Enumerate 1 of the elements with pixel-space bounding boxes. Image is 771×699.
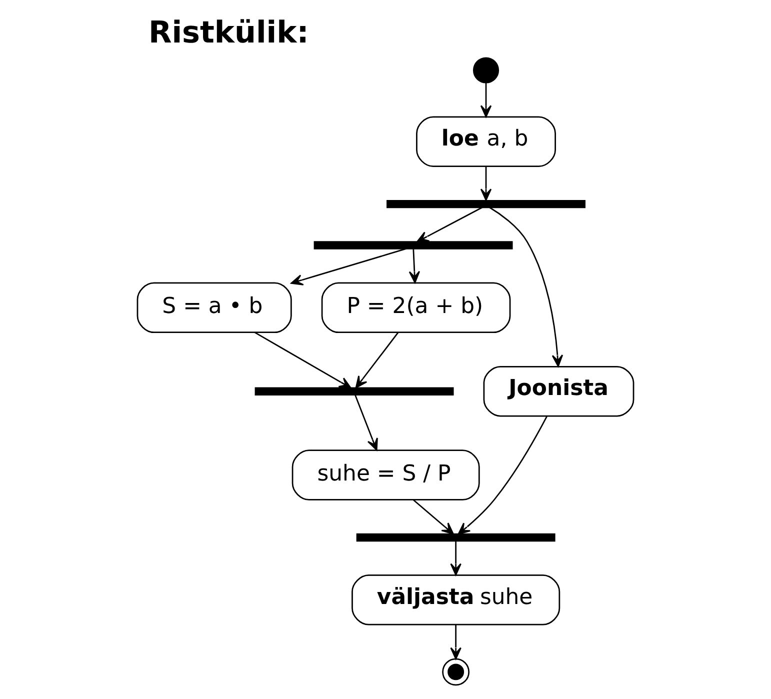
diagram-title: Ristkülik: bbox=[148, 15, 309, 50]
